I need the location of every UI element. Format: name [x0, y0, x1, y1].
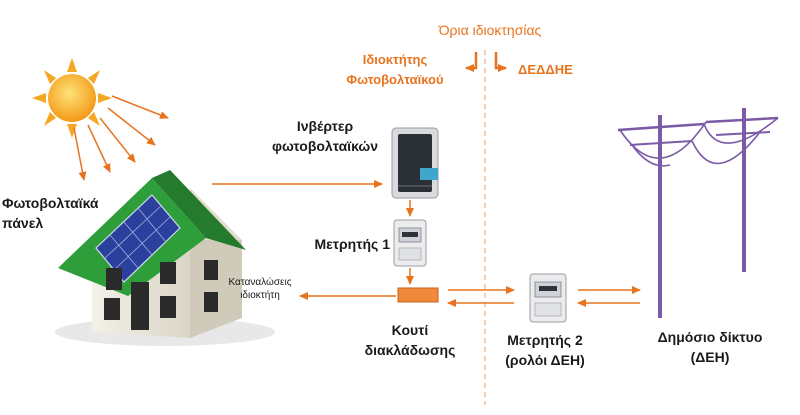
pv-panel-label: Φωτοβολταϊκά πάνελ — [2, 193, 106, 233]
pv-panel-line1: Φωτοβολταϊκά — [2, 195, 99, 211]
pv-owner-line1: Ιδιοκτήτης — [362, 52, 428, 67]
inverter-label: Ινβέρτερ φωτοβολταϊκών — [260, 116, 390, 156]
junction-box-label: Κουτί διακλάδωσης — [355, 320, 465, 360]
deddie-label: ΔΕΔΔΗΕ — [518, 62, 573, 77]
junction-box-icon — [397, 287, 439, 303]
grid-line2: (ΔΕΗ) — [690, 349, 730, 365]
inverter-line1: Ινβέρτερ — [296, 118, 354, 134]
meter1-label: Μετρητής 1 — [314, 236, 390, 252]
meter2-label: Μετρητής 2 (ρολόι ΔΕΗ) — [490, 330, 600, 370]
inverter-icon — [391, 127, 439, 199]
deddie-pointer — [494, 52, 507, 72]
pv-panel-line2: πάνελ — [2, 215, 44, 231]
electric-meter-icon — [393, 219, 427, 267]
house-icon — [55, 170, 275, 346]
grid-line1: Δημόσιο δίκτυο — [657, 329, 763, 345]
junction-box-line2: διακλάδωσης — [364, 342, 456, 358]
junction-box-line1: Κουτί — [391, 322, 429, 338]
sun-icon — [32, 58, 112, 138]
sun-rays — [73, 95, 169, 181]
consumption-label: Καταναλώσεις ιδιοκτήτη — [220, 276, 300, 302]
meter2-line2: (ρολόι ΔΕΗ) — [505, 352, 585, 368]
utility-pole-icon — [617, 108, 779, 318]
consumption-line1: Καταναλώσεις — [228, 277, 292, 288]
grid-label: Δημόσιο δίκτυο (ΔΕΗ) — [645, 327, 775, 367]
consumption-line2: ιδιοκτήτη — [240, 290, 280, 301]
ownership-limits-label: Όρια ιδιοκτησίας — [438, 22, 542, 38]
inverter-line2: φωτοβολταϊκών — [271, 138, 379, 154]
meter2-line1: Μετρητής 2 — [507, 332, 583, 348]
pv-owner-label: Ιδιοκτήτης Φωτοβολταϊκού — [330, 50, 460, 90]
electric-meter-icon — [529, 273, 567, 323]
pv-owner-line2: Φωτοβολταϊκού — [346, 72, 444, 87]
pv-owner-pointer — [465, 52, 478, 72]
